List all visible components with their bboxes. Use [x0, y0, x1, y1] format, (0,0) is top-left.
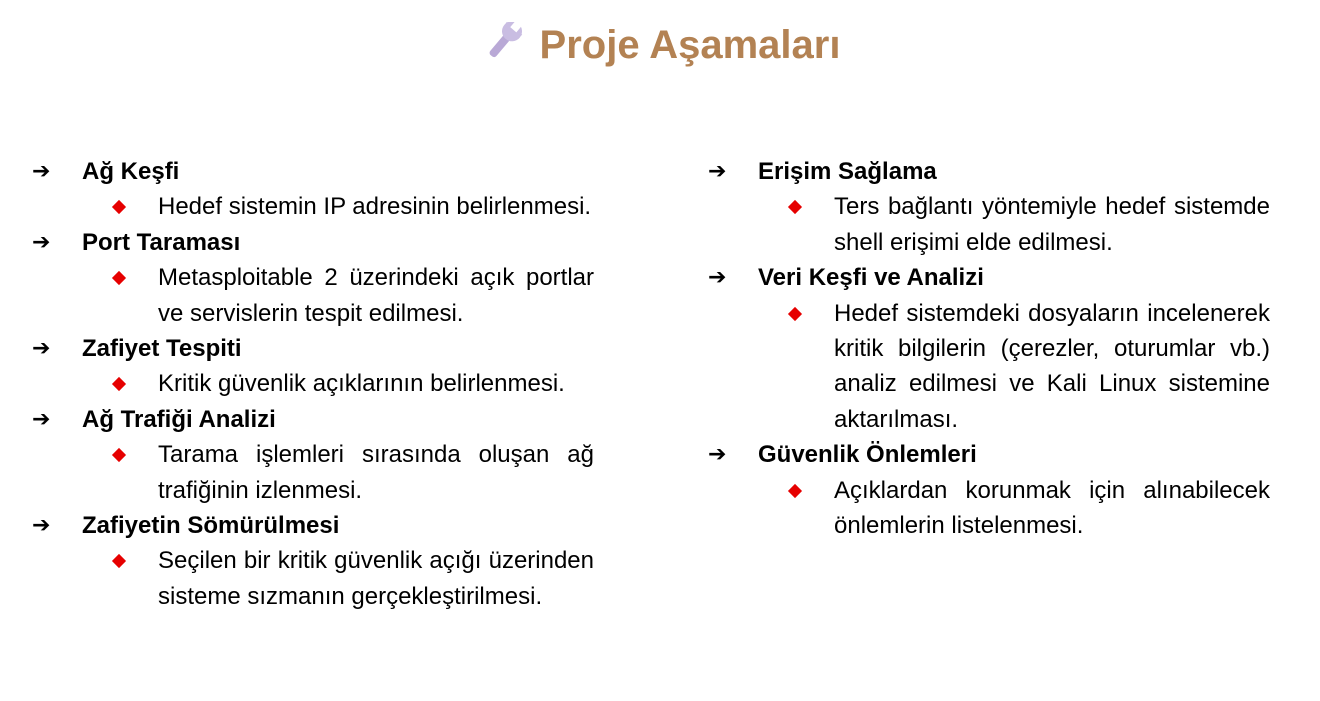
title-text: Proje Aşamaları [539, 23, 841, 67]
arrow-icon: ➔ [32, 229, 51, 255]
bullet-text: Ters bağlantı yöntemiyle hedef sistemde … [834, 193, 1270, 256]
wrench-icon [480, 19, 526, 62]
diamond-bullet-icon [111, 200, 127, 215]
section-ag-kesfi: ➔ Ağ Keşfi Hedef sistemin IP adresinin be… [32, 154, 594, 225]
arrow-icon: ➔ [708, 442, 727, 468]
diamond-bullet-icon [111, 554, 127, 569]
arrow-icon: ➔ [32, 513, 51, 538]
section-zafiyet-tespiti: ➔ Zafiyet Tespiti Kritik güvenlik açıklar… [32, 331, 594, 402]
heading-text: Ağ Trafiği Analizi [82, 405, 276, 433]
arrow-icon: ➔ [708, 265, 727, 291]
bullet-item: Hedef sistemdeki dosyaların incelenerek … [708, 296, 1270, 438]
bullet-item: Açıklardan korunmak için alınabilecek ön… [708, 473, 1270, 544]
bullet-item: Kritik güvenlik açıklarının belirlenmesi… [32, 366, 594, 401]
bullet-item: Tarama işlemleri sırasında oluşan ağ tra… [32, 437, 594, 508]
left-column: ➔ Ağ Keşfi Hedef sistemin IP adresinin be… [32, 154, 594, 614]
heading-text: Zafiyet Tespiti [82, 335, 242, 362]
page-title: Proje Aşamaları [0, 19, 1320, 70]
bullet-item: Seçilen bir kritik güvenlik açığı üzerin… [32, 543, 594, 614]
bullet-text: Kritik güvenlik açıklarının belirlenmesi… [158, 370, 565, 398]
diamond-bullet-icon [111, 377, 127, 392]
section-heading: ➔ Ağ Trafiği Analizi [32, 402, 594, 437]
right-column: ➔ Erişim Sağlama Ters bağlantı yöntemiyle… [708, 154, 1270, 543]
diamond-bullet-icon [787, 200, 803, 215]
section-heading: ➔ Zafiyet Tespiti [32, 331, 594, 366]
section-erisim-saglama: ➔ Erişim Sağlama Ters bağlantı yöntemiyle… [708, 154, 1270, 260]
section-heading: ➔ Ağ Keşfi [32, 154, 594, 189]
bullet-item: Metasploitable 2 üzerindeki açık portlar… [32, 260, 594, 331]
bullet-item: Hedef sistemin IP adresinin belirlenmesi… [32, 189, 594, 224]
section-ag-trafigi-analizi: ➔ Ağ Trafiği Analizi Tarama işlemleri sır… [32, 402, 594, 508]
arrow-icon: ➔ [32, 336, 51, 361]
diamond-bullet-icon [787, 483, 803, 498]
heading-text: Güvenlik Önlemleri [758, 441, 977, 469]
section-heading: ➔ Port Taraması [32, 225, 594, 260]
arrow-icon: ➔ [32, 159, 51, 184]
bullet-item: Ters bağlantı yöntemiyle hedef sistemde … [708, 189, 1270, 260]
section-zafiyetin-somurulmesi: ➔ Zafiyetin Sömürülmesi Seçilen bir kriti… [32, 508, 594, 614]
section-heading: ➔ Veri Keşfi ve Analizi [708, 260, 1270, 295]
heading-text: Erişim Sağlama [758, 158, 937, 185]
heading-text: Port Taraması [82, 228, 241, 256]
section-guvenlik-onlemleri: ➔ Güvenlik Önlemleri Açıklardan korunmak … [708, 437, 1270, 543]
bullet-text: Seçilen bir kritik güvenlik açığı üzerin… [158, 547, 594, 610]
section-heading: ➔ Güvenlik Önlemleri [708, 437, 1270, 472]
bullet-text: Tarama işlemleri sırasında oluşan ağ tra… [158, 441, 594, 504]
diamond-bullet-icon [111, 448, 127, 463]
bullet-text: Metasploitable 2 üzerindeki açık portlar… [158, 264, 594, 327]
bullet-text: Açıklardan korunmak için alınabilecek ön… [834, 476, 1270, 540]
heading-text: Zafiyetin Sömürülmesi [82, 512, 340, 539]
diamond-bullet-icon [787, 306, 803, 321]
section-heading: ➔ Zafiyetin Sömürülmesi [32, 508, 594, 543]
arrow-icon: ➔ [32, 406, 51, 432]
arrow-icon: ➔ [708, 159, 727, 184]
section-port-taramasi: ➔ Port Taraması Metasploitable 2 üzerinde… [32, 225, 594, 331]
section-heading: ➔ Erişim Sağlama [708, 154, 1270, 189]
heading-text: Veri Keşfi ve Analizi [758, 264, 984, 292]
heading-text: Ağ Keşfi [82, 158, 180, 185]
section-veri-kesfi-ve-analizi: ➔ Veri Keşfi ve Analizi Hedef sistemdeki … [708, 260, 1270, 437]
bullet-text: Hedef sistemdeki dosyaların incelenerek … [834, 299, 1270, 433]
diamond-bullet-icon [111, 271, 127, 286]
bullet-text: Hedef sistemin IP adresinin belirlenmesi… [158, 193, 592, 221]
